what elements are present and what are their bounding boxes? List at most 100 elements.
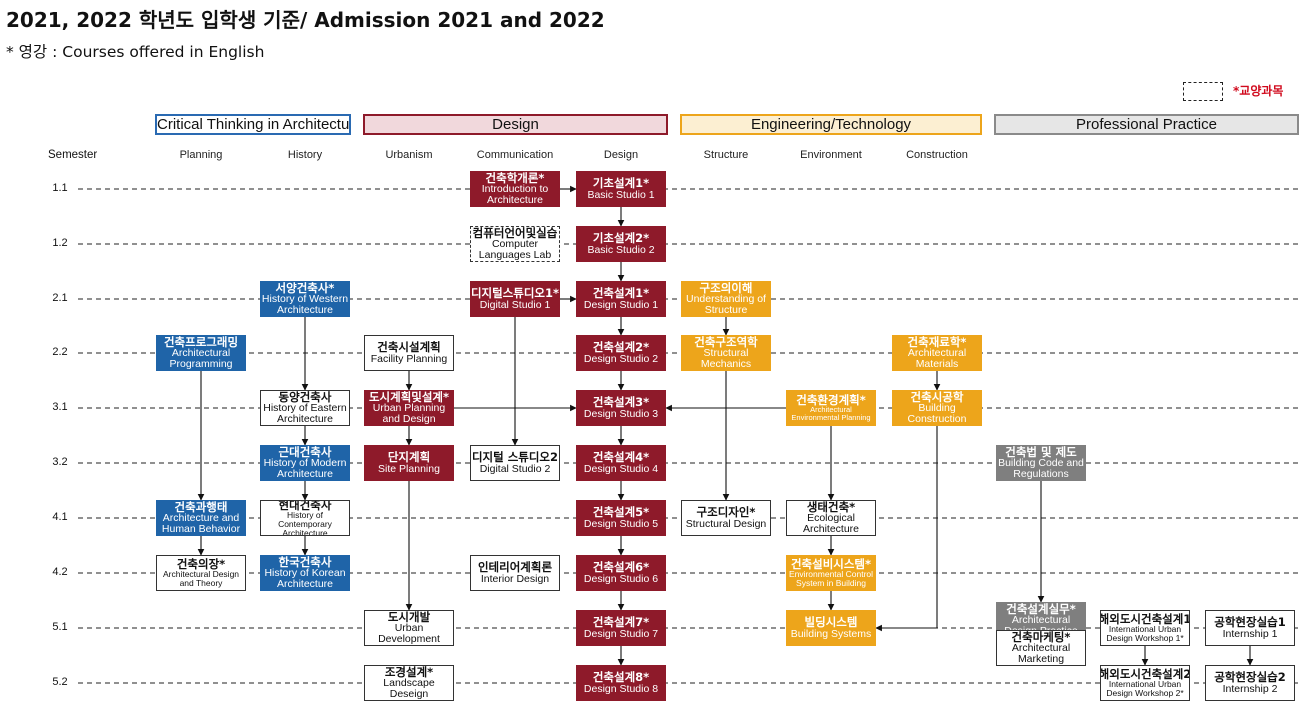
course-korean-name: 건축설비시스템* <box>790 557 872 572</box>
course-korean-name: 컴퓨터언어및실습 <box>472 226 558 240</box>
course-korean-name: 동양건축사 <box>278 390 332 404</box>
page-subtitle: * 영강 : Courses offered in English <box>6 43 265 61</box>
course-korean-name: 건축설계7* <box>592 615 650 630</box>
course-english-name: Architectural Materials <box>907 347 967 371</box>
course-korean-name: 건축시공학 <box>910 390 964 404</box>
course-english-name: Urban Development <box>378 622 440 646</box>
course-ds8: 건축설계8*Design Studio 8 <box>576 665 666 701</box>
course-korean-name: 해외도시건축설계1 <box>1100 612 1190 627</box>
course-korean-name: 도시개발 <box>387 610 431 624</box>
course-english-name: Landscape Deseign <box>383 677 435 701</box>
semester-label: 1.2 <box>52 237 68 249</box>
course-ld: 조경설계*Landscape Deseign <box>364 665 454 701</box>
course-english-name: Facility Planning <box>370 352 448 365</box>
course-korean-name: 건축설계3* <box>592 395 650 410</box>
course-english-name: Urban Planning and Design <box>372 402 446 426</box>
column-header-design: Design <box>603 149 639 161</box>
course-korean-name: 건축프로그래밍 <box>163 335 239 349</box>
course-english-name: History of Contemporary Architecture <box>278 509 332 536</box>
course-english-name: History of Modern Architecture <box>263 457 347 481</box>
course-korean-name: 서양건축사* <box>275 281 335 295</box>
course-korean-name: 건축설계실무* <box>1006 602 1076 616</box>
course-english-name: Digital Studio 2 <box>479 462 551 475</box>
semester-label: 1.1 <box>52 182 68 194</box>
course-ds2: 건축설계2*Design Studio 2 <box>576 335 666 371</box>
course-english-name: Architectural Environmental Planning <box>791 405 871 423</box>
course-korean-name: 단지계획 <box>387 450 431 465</box>
category-design: Design <box>363 114 668 135</box>
course-korean-name: 건축의장* <box>176 557 226 572</box>
semester-label: 5.2 <box>52 676 68 688</box>
course-korean-name: 건축법 및 제도 <box>1005 445 1077 459</box>
course-english-name: History of Korean Architecture <box>264 567 346 591</box>
course-ds6: 건축설계6*Design Studio 6 <box>576 555 666 591</box>
course-english-name: Interior Design <box>480 572 550 585</box>
course-amk: 건축마케팅*Architectural Marketing <box>996 630 1086 666</box>
legend-label: *교양과목 <box>1233 84 1284 98</box>
category-professional: Professional Practice <box>994 114 1299 135</box>
course-sd: 구조디자인*Structural Design <box>681 500 771 536</box>
course-ecs: 건축설비시스템*Environmental Control System in … <box>786 555 876 591</box>
course-korean-name: 해외도시건축설계2 <box>1100 667 1190 682</box>
course-aep: 건축환경계획*Architectural Environmental Plann… <box>786 390 876 426</box>
semester-label: 2.1 <box>52 292 68 304</box>
column-header-planning: Planning <box>179 149 223 161</box>
column-header-structure: Structure <box>703 149 749 161</box>
semester-label: 2.2 <box>52 346 68 358</box>
course-english-name: History of Eastern Architecture <box>263 402 347 426</box>
category-critical: Critical Thinking in Architecture <box>155 114 351 135</box>
course-korean-name: 건축설계8* <box>592 670 650 685</box>
course-english-name: Internship 2 <box>1222 682 1278 695</box>
course-intro: 건축학개론*Introduction to Architecture <box>470 171 560 207</box>
course-english-name: Environmental Control System in Building <box>788 569 874 589</box>
course-english-name: International Urban Design Workshop 1* <box>1106 624 1184 644</box>
course-english-name: Understanding of Structure <box>686 293 766 317</box>
course-english-name: Site Planning <box>378 462 440 475</box>
course-english-name: Introduction to Architecture <box>481 183 549 207</box>
course-korean-name: 생태건축* <box>806 500 856 514</box>
course-korean-name: 공학현장실습1 <box>1214 615 1286 630</box>
course-korean-name: 구조의이해 <box>699 281 753 295</box>
course-english-name: Digital Studio 1 <box>479 298 551 311</box>
page-title: 2021, 2022 학년도 입학생 기준/ Admission 2021 an… <box>6 8 605 32</box>
course-korean-name: 건축설계5* <box>592 505 650 520</box>
course-english-name: Architectural Marketing <box>1011 642 1071 666</box>
course-ds7: 건축설계7*Design Studio 7 <box>576 610 666 646</box>
semester-header: Semester <box>48 149 98 161</box>
course-english-name: Architectural Design and Theory <box>162 569 240 589</box>
course-english-name: Design Studio 3 <box>583 407 659 420</box>
course-english-name: Design Studio 6 <box>583 572 659 585</box>
course-english-name: Design Studio 1 <box>583 298 659 311</box>
course-english-name: Design Studio 7 <box>583 627 659 640</box>
semester-label: 3.2 <box>52 456 68 468</box>
course-dgs1: 디지털스튜디오1*Digital Studio 1 <box>470 281 560 317</box>
course-english-name: International Urban Design Workshop 2* <box>1106 679 1184 699</box>
legend-dashed-box <box>1183 82 1223 101</box>
course-korean-name: 한국건축사 <box>278 555 332 569</box>
course-korean-name: 공학현장실습2 <box>1214 670 1286 685</box>
course-english-name: Basic Studio 1 <box>587 188 655 201</box>
course-korean-name: 건축학개론* <box>485 171 545 185</box>
prerequisite-arrow <box>875 426 938 632</box>
course-english-name: Building Systems <box>790 627 872 640</box>
course-english-name: Ecological Architecture <box>802 512 860 536</box>
semester-label: 4.1 <box>52 511 68 523</box>
course-english-name: Design Studio 2 <box>583 352 659 365</box>
column-header-environment: Environment <box>800 149 862 161</box>
semester-label: 4.2 <box>52 566 68 578</box>
course-korean-name: 건축과행태 <box>174 500 228 514</box>
